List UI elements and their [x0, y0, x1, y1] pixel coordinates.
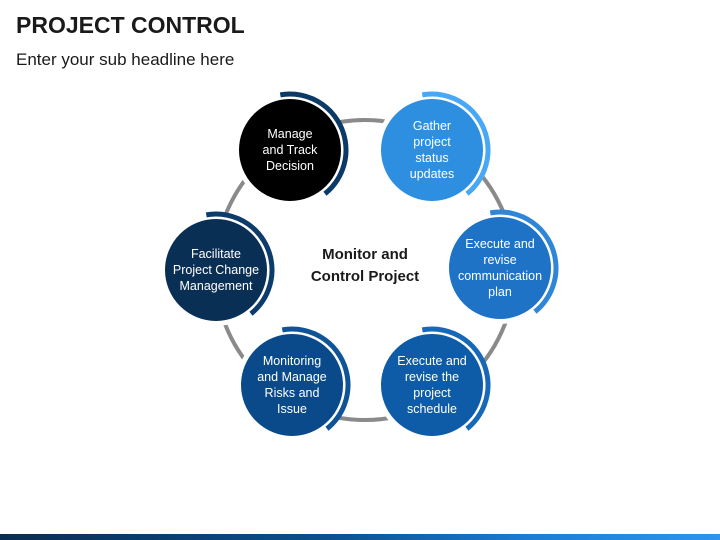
page-subtitle: Enter your sub headline here: [16, 50, 235, 69]
node-disc: [379, 332, 485, 438]
cycle-node-4: Execute and revise the project schedule: [373, 326, 491, 444]
center-label: Monitor and Control Project: [310, 246, 420, 285]
node-disc: [237, 97, 343, 203]
node-disc: [239, 332, 345, 438]
node-label: Execute and revise communication plan: [457, 237, 543, 299]
node-label: Execute and revise the project schedule: [397, 354, 467, 416]
cycle-node-5: Monitoring and Manage Risks and Issue: [233, 326, 351, 444]
cycle-node-6: Facilitate Project Change Management: [157, 211, 275, 329]
node-label: Manage and Track Decision: [262, 127, 318, 173]
cycle-node-3: Execute and revise communication plan: [441, 209, 559, 327]
node-disc: [379, 97, 485, 203]
node-disc: [163, 217, 269, 323]
cycle-node-1: Manage and Track Decision: [231, 91, 349, 209]
bottom-accent-bar: [0, 534, 720, 540]
node-label: Gather project status updates: [409, 119, 455, 181]
node-disc: [447, 215, 553, 321]
node-label: Monitoring and Manage Risks and Issue: [257, 354, 327, 416]
cycle-node-2: Gather project status updates: [373, 91, 491, 209]
page-title: PROJECT CONTROL: [16, 12, 245, 38]
node-label: Facilitate Project Change Management: [172, 247, 260, 293]
